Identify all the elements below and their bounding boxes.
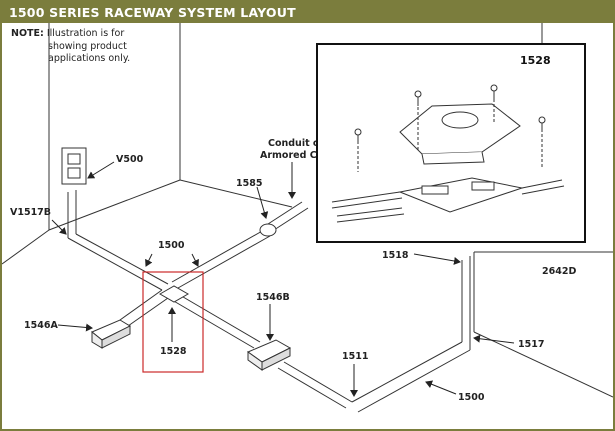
arrow-1518 bbox=[413, 253, 461, 265]
note-text: NOTE: Illustration is for showing produc… bbox=[11, 28, 130, 66]
junction-1528 bbox=[158, 285, 190, 303]
note-label: NOTE: bbox=[11, 28, 44, 39]
arrow-1585 bbox=[256, 186, 269, 219]
inset-raceway-channels bbox=[331, 179, 565, 223]
label-conduit-2: Armored Ca bbox=[260, 150, 323, 161]
arrow-v1517b bbox=[51, 219, 67, 235]
arrow-1500-left bbox=[145, 253, 153, 267]
label-1500-top: 1500 bbox=[158, 240, 185, 251]
right-floor-edge bbox=[179, 179, 293, 208]
arrow-1500-bottom bbox=[425, 380, 457, 395]
label-1546a: 1546A bbox=[24, 320, 58, 331]
title-bar: 1500 SERIES RACEWAY SYSTEM LAYOUT bbox=[2, 2, 613, 23]
raceway-runs bbox=[67, 190, 471, 413]
note-line-3: applications only. bbox=[48, 53, 131, 64]
note-line-2: showing product bbox=[48, 40, 127, 52]
arrow-1517 bbox=[473, 334, 515, 344]
label-1511: 1511 bbox=[342, 351, 368, 362]
arrow-1500-right bbox=[191, 253, 199, 267]
label-1518: 1518 bbox=[382, 250, 409, 261]
note-line-1: Illustration is for bbox=[46, 28, 125, 39]
label-1517: 1517 bbox=[518, 339, 544, 350]
label-v500: V500 bbox=[116, 154, 144, 165]
back-floor-edge bbox=[48, 179, 181, 231]
room-walls bbox=[2, 23, 613, 398]
fitting-1585 bbox=[259, 223, 277, 237]
label-conduit-1: Conduit o bbox=[268, 138, 320, 149]
label-1500-bottom: 1500 bbox=[458, 392, 485, 403]
arrow-1546a bbox=[57, 323, 93, 332]
device-1546a bbox=[91, 319, 132, 349]
far-floor-edge bbox=[473, 331, 613, 398]
inset-detail-1528: 1528 bbox=[316, 43, 586, 243]
inset-cover-plate bbox=[399, 103, 521, 165]
page-title: 1500 SERIES RACEWAY SYSTEM LAYOUT bbox=[9, 5, 296, 20]
label-2642d: 2642D bbox=[542, 266, 576, 277]
inset-screws bbox=[354, 84, 546, 142]
callout-arrows bbox=[51, 161, 515, 397]
inset-title: 1528 bbox=[520, 54, 551, 67]
label-1546b: 1546B bbox=[256, 292, 290, 303]
label-1585: 1585 bbox=[236, 178, 262, 189]
highlight-box-1528 bbox=[142, 271, 204, 373]
outlet-box-v500 bbox=[61, 147, 87, 185]
left-floor-edge bbox=[2, 229, 50, 265]
label-1528: 1528 bbox=[160, 346, 187, 357]
label-v1517b: V1517B bbox=[10, 207, 51, 218]
device-1546b bbox=[246, 339, 292, 371]
arrow-v500 bbox=[87, 161, 115, 179]
